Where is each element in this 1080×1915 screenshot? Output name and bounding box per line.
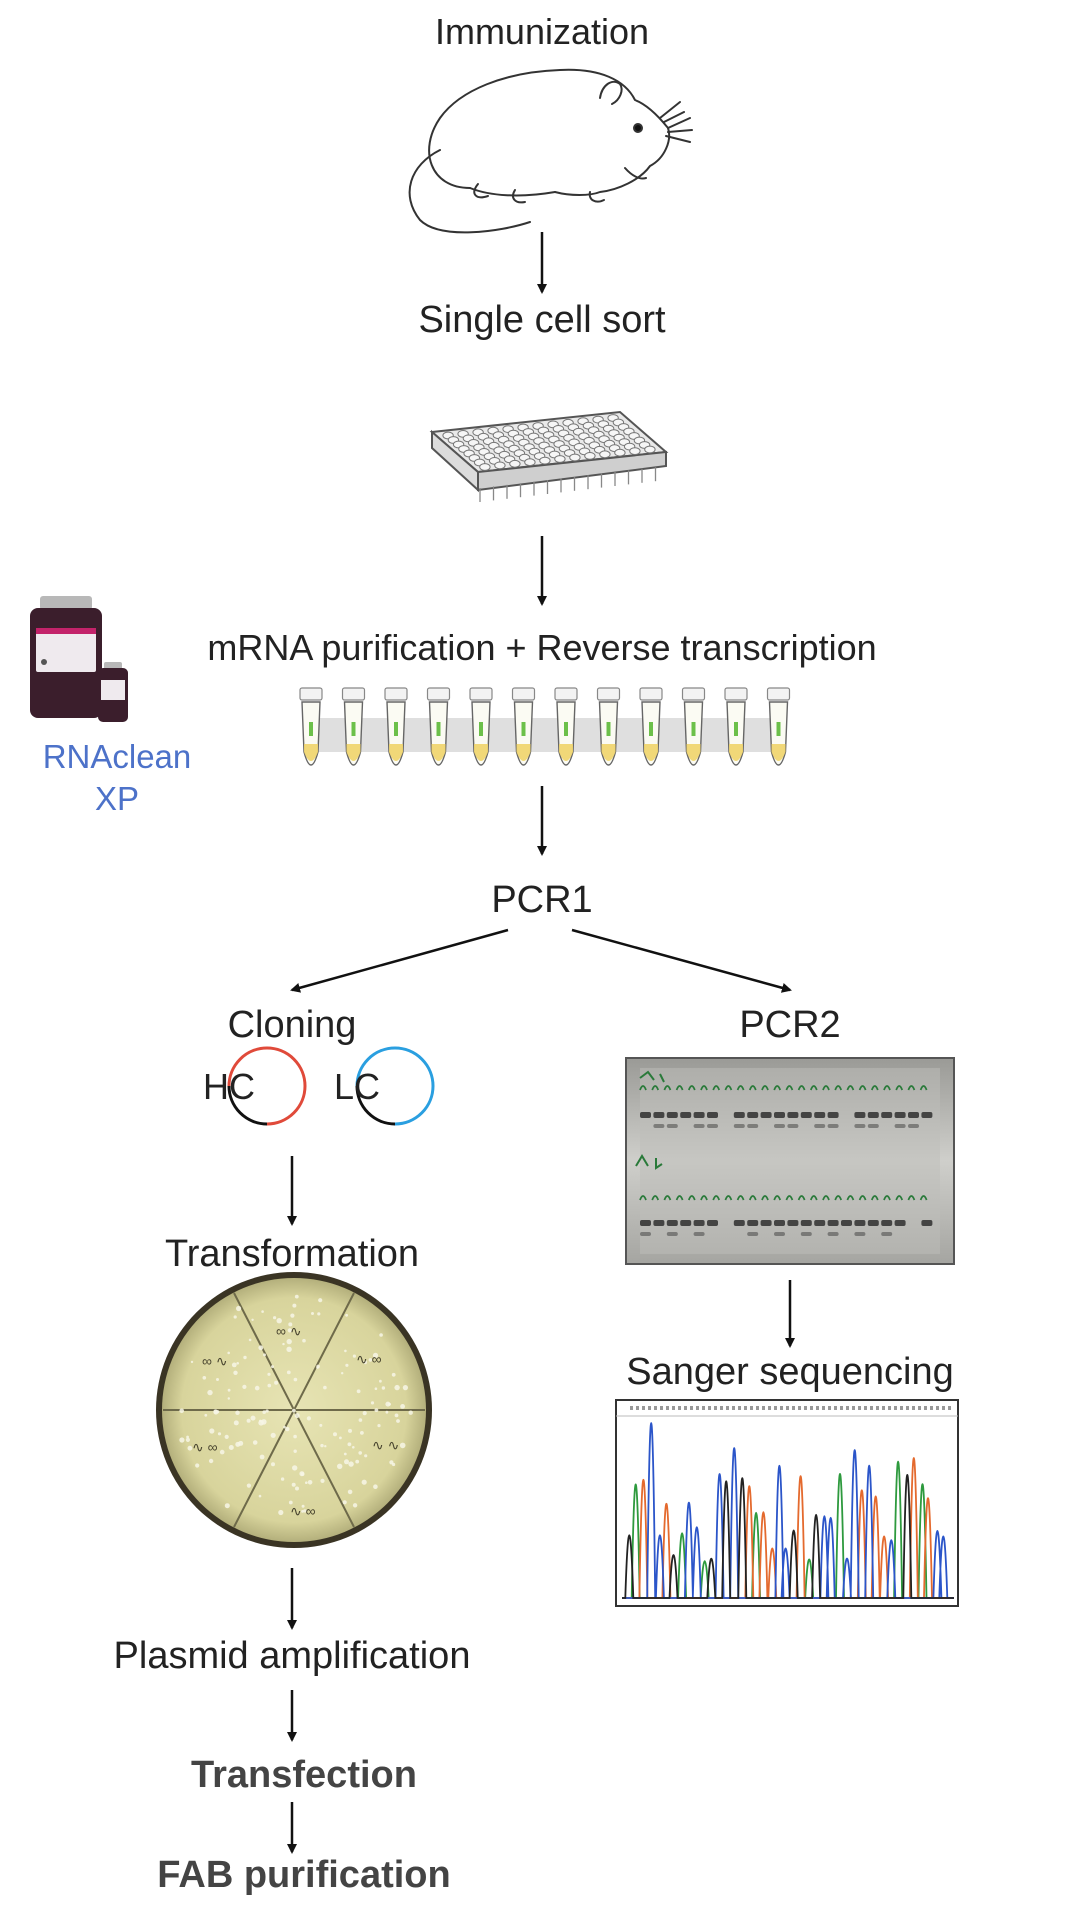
arrow-pcr1-to-pcr2 [571,928,792,993]
step-cloning: Cloning [228,1004,357,1046]
petri-dish-icon: ∞ ∿ ∿ ∞ ∿ ∿ ∿ ∞ ∿ ∞ ∞ ∿ [156,1272,432,1548]
lc-plasmid-icon: LC [334,1046,435,1126]
svg-text:∿ ∿: ∿ ∿ [372,1437,399,1453]
arrow-pcr1-to-cloning [290,928,509,993]
svg-text:∿ ∞: ∿ ∞ [290,1503,316,1519]
svg-text:∞ ∿: ∞ ∿ [276,1323,302,1339]
reagent-bottles-icon [30,596,128,722]
step-sanger: Sanger sequencing [626,1351,953,1393]
reagent-label-line2: XP [95,780,139,817]
step-fab: FAB purification [157,1854,450,1896]
chromatogram-icon [615,1399,959,1607]
mouse-icon [408,68,693,234]
step-single-cell-sort: Single cell sort [418,299,666,341]
step-immunization: Immunization [435,11,649,52]
step-transfection: Transfection [191,1754,417,1796]
step-plasmid: Plasmid amplification [114,1635,471,1677]
hc-plasmid-icon: HC [203,1046,307,1126]
hc-label: HC [203,1066,255,1107]
96-well-plate-icon [429,410,669,502]
svg-text:∿ ∞: ∿ ∞ [356,1351,382,1367]
pcr-tube-strip-icon [299,687,791,766]
step-pcr1: PCR1 [491,879,592,921]
agarose-gel-icon [625,1057,955,1265]
reagent-label-line1: RNAclean [43,738,192,775]
svg-text:∿ ∞: ∿ ∞ [192,1439,218,1455]
step-pcr2: PCR2 [739,1004,840,1046]
lc-label: LC [334,1066,380,1107]
step-mrna-rt: mRNA purification + Reverse transcriptio… [207,627,876,668]
svg-text:∞ ∿: ∞ ∿ [202,1353,228,1369]
step-transformation: Transformation [165,1233,419,1275]
